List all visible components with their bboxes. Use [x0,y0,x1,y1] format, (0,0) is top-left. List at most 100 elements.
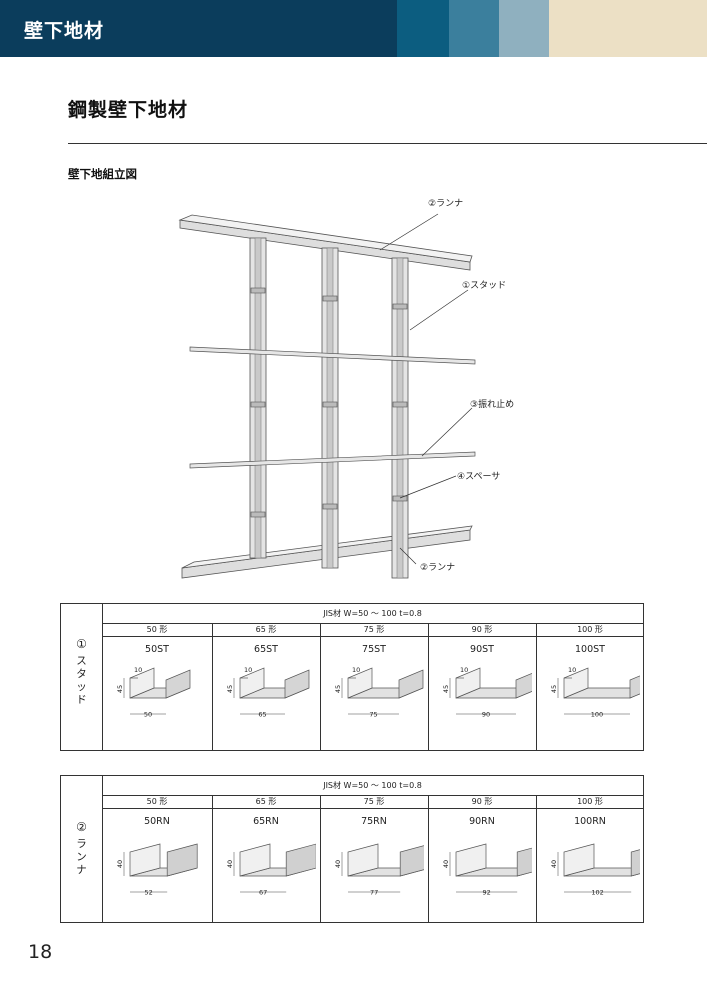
dimension-height: 40 [442,860,450,868]
dimension-width: 65 [258,711,266,719]
column-header: 50 形 [146,797,168,806]
runner-profile-drawing: 40 92 [442,843,532,897]
table-number: ② [76,820,87,834]
profile-cell: 50RN 40 52 [102,808,212,922]
dimension-width: 92 [482,889,490,897]
model-name: 100RN [574,816,606,827]
column-header: 65 形 [255,797,277,806]
dimension-width: 75 [369,711,377,719]
column-header: 75 形 [363,625,385,634]
header-color-block [449,0,499,57]
callout-stud: ①スタッド [462,281,507,291]
model-name: 75ST [362,644,386,655]
table-side-label: ① スタッド [61,604,103,750]
column-divider [212,795,213,922]
header-row: 50 形 65 形 75 形 90 形 100 形 [102,623,643,637]
dimension-height: 40 [334,860,342,868]
header-row: 50 形 65 形 75 形 90 形 100 形 [102,795,643,809]
model-name: 65RN [253,816,279,827]
header-title: 壁下地材 [24,20,105,42]
model-name: 75RN [361,816,387,827]
column-header: 90 形 [471,625,493,634]
profile-cell: 90RN 40 92 [428,808,536,922]
dimension-width: 50 [144,711,152,719]
title-divider [68,143,707,144]
dimension-lip: 10 [352,666,360,674]
model-name: 90RN [469,816,495,827]
header-color-block [549,0,707,57]
dimension-height: 45 [442,685,450,693]
column-header: 65 形 [255,625,277,634]
runner-table: ② ランナ JIS材 W=50 ～ 100 t=0.8 50 形 65 形 75 形… [60,775,644,923]
profile-cell: 100ST 45 10 100 [536,636,644,750]
callout-runner-top: ②ランナ [428,199,464,209]
stud-profile-drawing: 45 10 50 [116,666,191,719]
profile-cell: 100RN 40 102 [536,808,644,922]
callout-runner-bottom: ②ランナ [420,563,456,573]
column-divider [320,623,321,750]
column-divider [536,623,537,750]
stud-profile-drawing: 45 10 90 [442,666,532,719]
dimension-width: 67 [259,889,267,897]
callout-brace: ③振れ止め [470,400,515,410]
column-header: 90 形 [471,797,493,806]
runner-profile-drawing: 40 77 [334,843,424,897]
assembly-diagram [178,213,476,579]
page-number: 18 [28,941,53,963]
dimension-lip: 10 [134,666,142,674]
stud-profile-drawing: 45 10 100 [550,666,640,719]
column-divider [428,795,429,922]
dimension-height: 40 [226,860,234,868]
header-color-block [499,0,549,57]
model-name: 65ST [254,644,278,655]
runner-profile-drawing: 40 67 [226,843,316,897]
model-name: 50ST [145,644,169,655]
column-divider [428,623,429,750]
dimension-lip: 10 [460,666,468,674]
table-vertical-name: スタッド [76,655,87,706]
spec-row: JIS材 W=50 ～ 100 t=0.8 [102,776,643,796]
dimension-height: 45 [226,685,234,693]
header-main-block [0,0,397,57]
column-header: 75 形 [363,797,385,806]
callout-spacer: ④スペーサ [457,472,501,482]
model-name: 100ST [575,644,605,655]
header-color-block [397,0,449,57]
table-side-label: ② ランナ [61,776,103,922]
profile-cell: 65ST 45 10 65 [212,636,320,750]
header-band: 壁下地材 [0,0,707,57]
column-divider [320,795,321,922]
dimension-height: 40 [116,860,124,868]
profile-cell: 90ST 45 10 90 [428,636,536,750]
dimension-lip: 10 [244,666,252,674]
stud-profile-drawing: 45 10 65 [226,666,310,719]
table-vertical-name: ランナ [76,838,87,876]
dimension-width: 102 [591,889,603,897]
dimension-width: 52 [144,889,152,897]
section-title: 壁下地組立図 [68,167,137,181]
column-divider [212,623,213,750]
profile-cell: 65RN 40 67 [212,808,320,922]
table-grid: JIS材 W=50 ～ 100 t=0.8 50 形 65 形 75 形 90 形 10… [102,776,643,922]
column-header: 50 形 [146,625,168,634]
table-number: ① [76,637,87,651]
page-title: 鋼製壁下地材 [68,99,189,121]
dimension-lip: 10 [568,666,576,674]
model-name: 90ST [470,644,494,655]
column-divider [536,795,537,922]
dimension-width: 77 [370,889,378,897]
model-name: 50RN [144,816,170,827]
dimension-width: 100 [591,711,603,719]
dimension-height: 45 [550,685,558,693]
dimension-width: 90 [482,711,490,719]
dimension-height: 40 [550,860,558,868]
dimension-height: 45 [116,685,124,693]
column-header: 100 形 [577,797,603,806]
profile-cell: 75RN 40 77 [320,808,428,922]
runner-profile-drawing: 40 102 [550,843,640,897]
runner-profile-drawing: 40 52 [116,843,198,897]
column-header: 100 形 [577,625,603,634]
